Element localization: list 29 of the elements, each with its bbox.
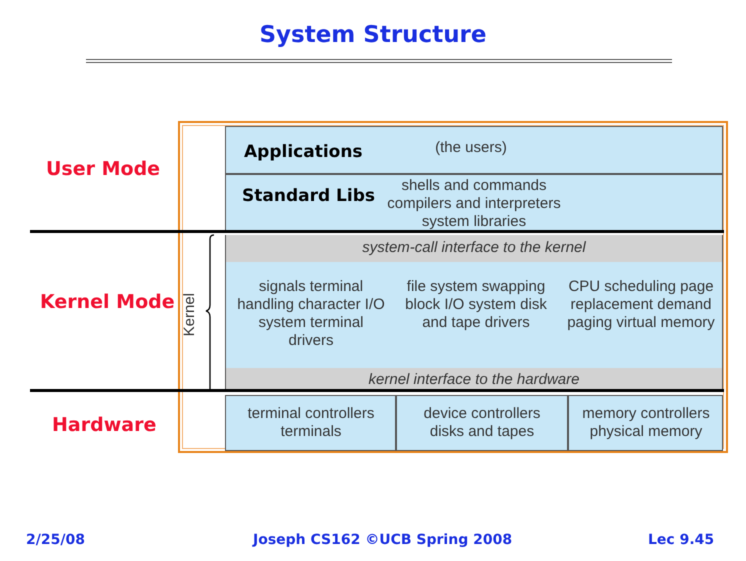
interface-band	[225, 235, 723, 262]
layer-band	[225, 126, 723, 174]
interface-label: system-call interface to the kernel	[361, 239, 587, 257]
mode-label: Hardware	[52, 414, 156, 436]
layer-band	[225, 262, 723, 368]
layer-band	[225, 395, 396, 451]
layer-text: file system swapping block I/O system disk and tape drivers	[404, 278, 548, 332]
layer-band	[568, 395, 723, 451]
layer-text: memory controllers physical memory	[581, 405, 711, 441]
layer-text: CPU scheduling page replacement demand paging virtual memory	[566, 278, 716, 332]
interface-label: kernel interface to the hardware	[368, 371, 580, 389]
footer-date: 2/25/08	[26, 532, 85, 548]
footer-page: Lec 9.45	[648, 532, 714, 548]
interface-band	[225, 368, 723, 390]
layer-band	[396, 395, 568, 451]
layer-heading: Applications	[244, 141, 364, 163]
layer-text: shells and commands compilers and interpreters system libraries	[386, 177, 562, 231]
footer-course: Joseph CS162 ©UCB Spring 2008	[253, 532, 512, 548]
slide-title: System Structure	[258, 22, 488, 48]
layer-text: (the users)	[434, 139, 508, 157]
layer-text: device controllers disks and tapes	[422, 405, 542, 441]
mode-label: Kernel Mode	[40, 291, 175, 313]
structure-frame	[178, 121, 728, 453]
kernel-label: Kernel	[181, 293, 198, 336]
layer-heading: Standard Libs	[242, 185, 376, 207]
layer-text: terminal controllers terminals	[246, 405, 376, 441]
mode-label: User Mode	[46, 158, 160, 180]
layer-text: signals terminal handling character I/O system terminal drivers	[236, 278, 386, 350]
layer-band	[225, 174, 723, 232]
